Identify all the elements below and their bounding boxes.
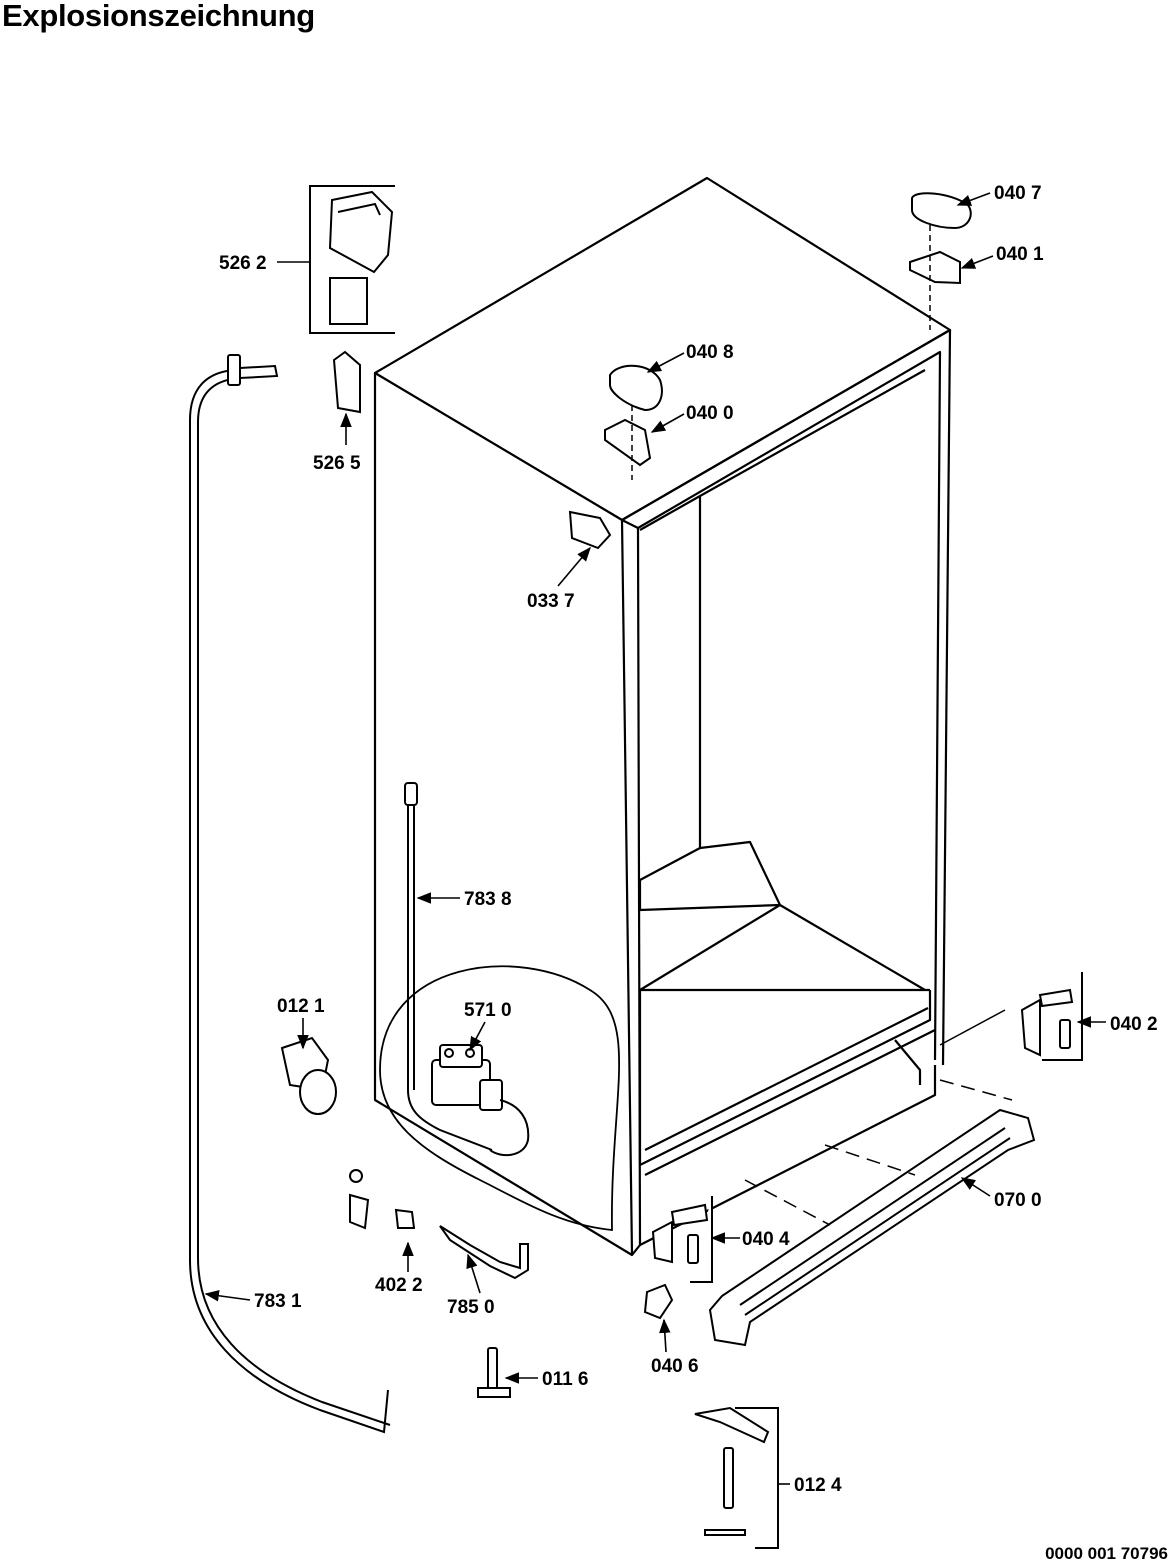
label-5262: 526 2 xyxy=(219,253,267,274)
document-number: 0000 001 70796 xyxy=(1045,1544,1168,1563)
label-0121: 012 1 xyxy=(277,996,325,1017)
label-0337: 033 7 xyxy=(527,591,575,612)
tube-part-7850 xyxy=(439,1225,529,1280)
base-rail-part-0700 xyxy=(708,1108,1036,1347)
part-0337 xyxy=(568,510,612,550)
water-valve-part xyxy=(431,1044,530,1157)
detail-circle xyxy=(379,965,621,1231)
label-0124: 012 4 xyxy=(794,1475,842,1496)
label-5265: 526 5 xyxy=(313,453,361,474)
label-0700: 070 0 xyxy=(994,1190,1042,1211)
hinge-part-4004 xyxy=(651,1196,713,1283)
label-7838: 783 8 xyxy=(464,889,512,910)
label-0116: 011 6 xyxy=(542,1369,589,1390)
foot-part-0116 xyxy=(477,1347,511,1398)
label-4022: 402 2 xyxy=(375,1275,423,1296)
label-4001: 040 1 xyxy=(996,244,1044,265)
label-4002: 040 2 xyxy=(1110,1014,1158,1035)
label-4008: 040 8 xyxy=(686,342,734,363)
hinge-cover-4007 xyxy=(911,192,972,230)
hinge-cover-4008 xyxy=(609,364,663,412)
label-7850: 785 0 xyxy=(447,1297,495,1318)
leader-lines xyxy=(204,192,1106,1485)
tube-part-7838 xyxy=(404,782,493,1151)
part-kit-0124 xyxy=(694,1406,779,1549)
label-7831: 783 1 xyxy=(254,1291,302,1312)
label-5710: 571 0 xyxy=(464,1000,512,1021)
panel-part-5265 xyxy=(332,350,361,414)
page-title: Explosionszeichnung xyxy=(2,0,315,33)
part-labels: 526 2 526 5 040 7 040 1 040 8 040 0 033 … xyxy=(219,183,1158,1496)
hinge-part-4002 xyxy=(1020,972,1083,1061)
label-4004: 040 4 xyxy=(742,1229,790,1250)
tube-part-7831 xyxy=(189,354,391,1434)
bracket-part-4006 xyxy=(643,1283,674,1320)
label-4006: 040 6 xyxy=(651,1356,699,1377)
roller-part-0121 xyxy=(280,1036,337,1115)
label-4000: 040 0 xyxy=(686,403,734,424)
hinge-part-4000 xyxy=(604,418,652,467)
dashed-guide-lines xyxy=(744,1079,1013,1226)
cabinet-body xyxy=(373,176,952,1257)
small-parts-4022 xyxy=(349,1169,416,1230)
part-box-5262 xyxy=(309,185,395,334)
hinge-part-4001 xyxy=(909,250,961,285)
label-4007: 040 7 xyxy=(994,183,1042,204)
